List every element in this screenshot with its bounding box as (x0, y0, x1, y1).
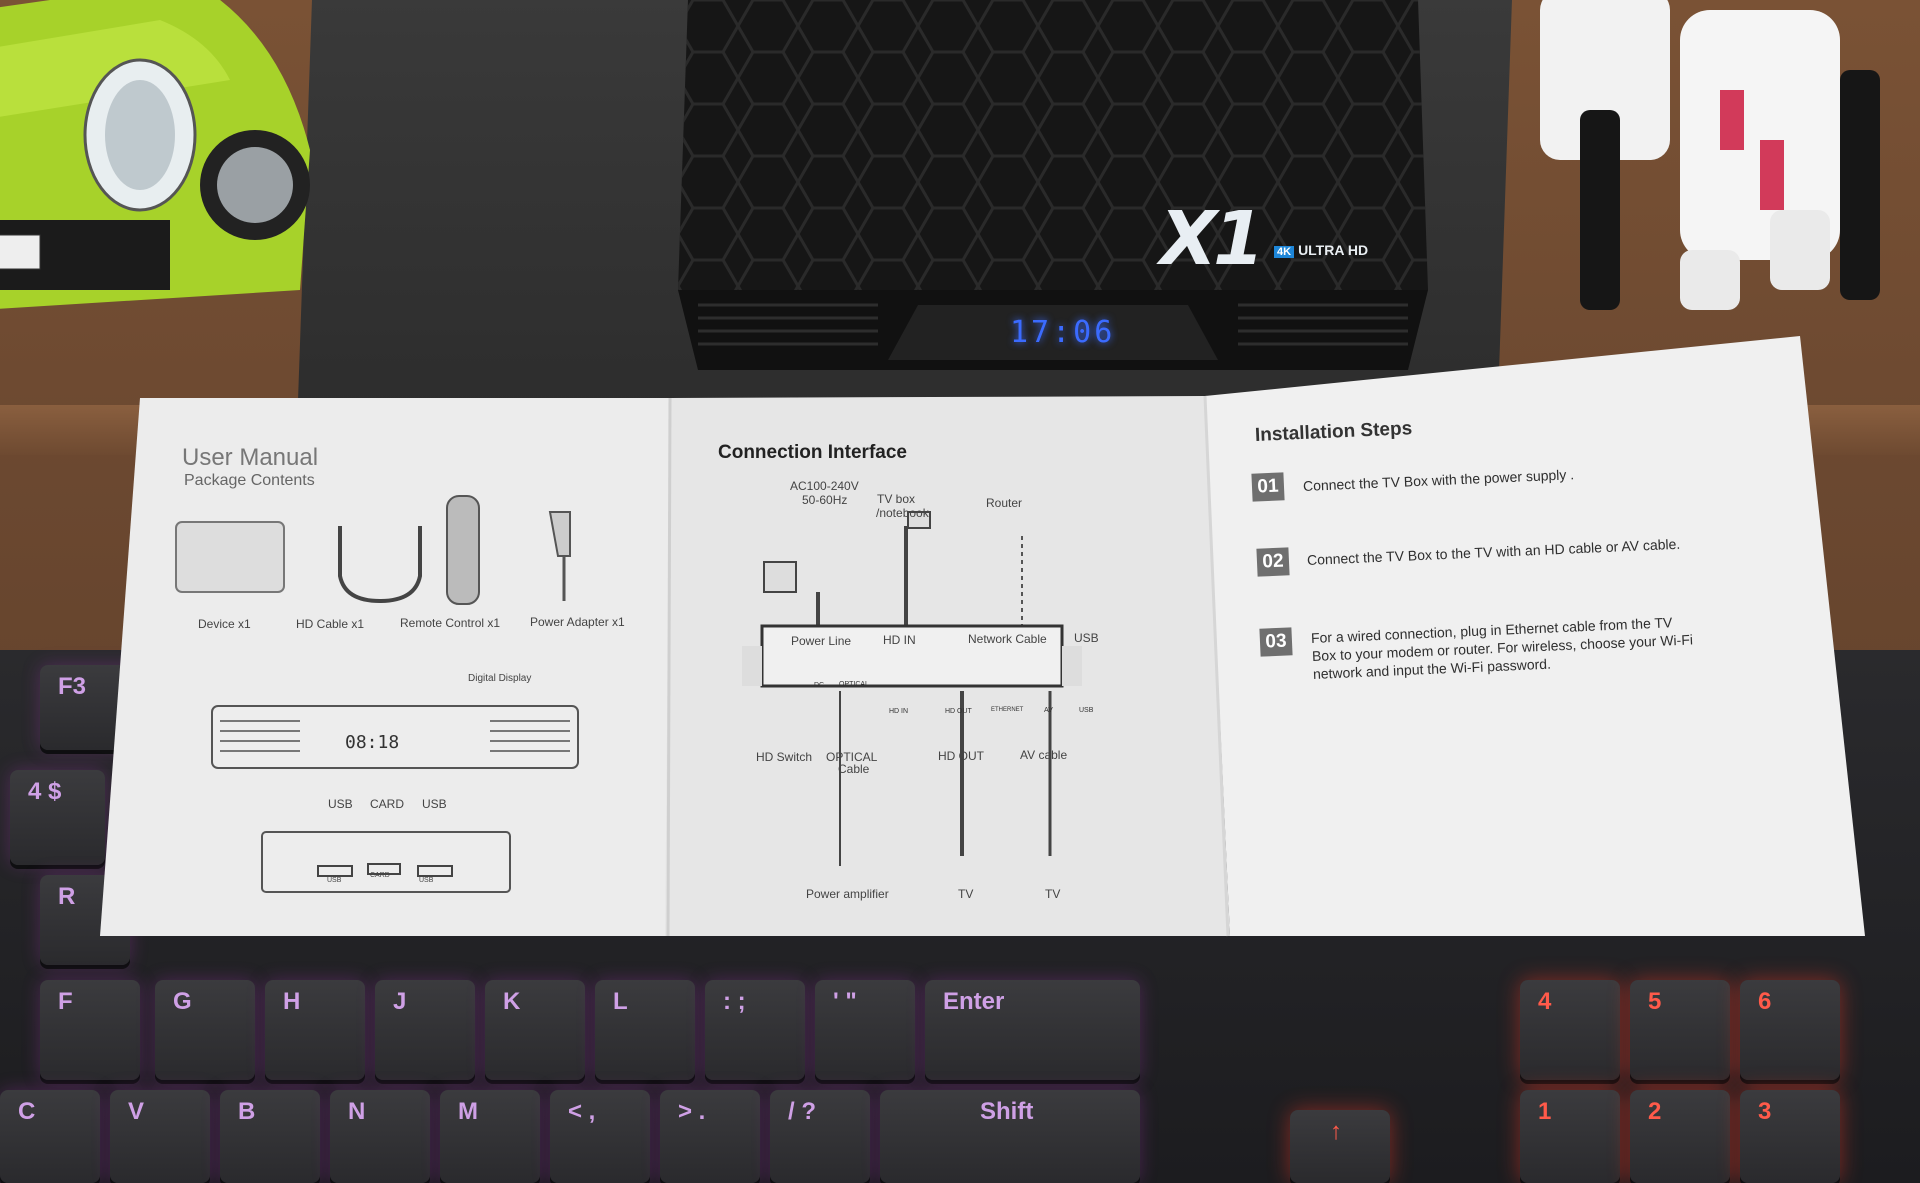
key-v: V (110, 1090, 210, 1183)
key-n: N (330, 1090, 430, 1183)
toy-car-icon (0, 0, 310, 309)
key-4: 4 $ (10, 770, 105, 865)
small-port-usb-right: USB (419, 877, 434, 884)
tvbox-label: TV box (877, 492, 916, 506)
power-amplifier-label: Power amplifier (806, 887, 889, 901)
tv-label-1: TV (958, 887, 974, 901)
power-line-label: Power Line (791, 634, 852, 648)
key-c: C (0, 1090, 100, 1183)
manual-paper (100, 336, 1865, 937)
power-freq: 50-60Hz (802, 493, 848, 507)
ultra-hd-text: ULTRA HD (1298, 242, 1369, 258)
key-quote: ' " (815, 980, 915, 1080)
led-clock-display: 17:06 (1010, 315, 1116, 350)
port-card: CARD (370, 797, 405, 811)
step-01-badge: 01 (1251, 472, 1285, 502)
tv-box-device (678, 0, 1428, 370)
panel-optical: OPTICAL (839, 681, 869, 688)
step-03-badge: 03 (1259, 627, 1293, 657)
small-port-card: CARD (370, 872, 390, 879)
connection-interface-heading: Connection Interface (718, 442, 907, 463)
package-contents-heading: Package Contents (184, 472, 315, 489)
key-period: > . (660, 1090, 760, 1183)
power-spec: AC100-240V (790, 479, 859, 493)
panel-av: AV (1044, 707, 1053, 714)
key-enter: Enter (925, 980, 1140, 1080)
key-h: H (265, 980, 365, 1080)
item-hd-cable: HD Cable x1 (296, 617, 365, 631)
hd-switch-label: HD Switch (756, 750, 813, 764)
key-g: G (155, 980, 255, 1080)
step-02-badge: 02 (1256, 547, 1290, 577)
x1-logo: X1 (1160, 196, 1265, 282)
key-shift: Shift (880, 1090, 1140, 1183)
key-numpad-2: 2 (1630, 1090, 1730, 1183)
panel-hd-in: HD IN (889, 708, 909, 715)
panel-usb: USB (1079, 707, 1094, 714)
key-numpad-4: 4 (1520, 980, 1620, 1080)
item-device: Device x1 (198, 617, 251, 631)
manual-title: User Manual (182, 444, 319, 471)
tv-label-2: TV (1045, 887, 1061, 901)
panel-dc: DC (814, 682, 825, 689)
key-numpad-6: 6 (1740, 980, 1840, 1080)
hd-out-label: HD OUT (938, 749, 984, 763)
network-cable-label: Network Cable (968, 632, 1047, 646)
hd-in-label: HD IN (883, 633, 916, 647)
item-remote: Remote Control x1 (400, 616, 501, 630)
key-numpad-3: 3 (1740, 1090, 1840, 1183)
panel-hd-out: HD OUT (945, 708, 972, 715)
key-arrow-up: ↑ (1290, 1110, 1390, 1183)
key-numpad-1: 1 (1520, 1090, 1620, 1183)
key-b: B (220, 1090, 320, 1183)
digital-display-label: Digital Display (468, 673, 532, 684)
key-comma: < , (550, 1090, 650, 1183)
optical-cable-label: Cable (838, 762, 870, 776)
router-label: Router (986, 496, 1023, 510)
optical-label: OPTICAL (826, 750, 878, 764)
port-usb-right: USB (422, 797, 447, 811)
4k-badge: 4K (1274, 246, 1295, 258)
av-cable-label: AV cable (1020, 748, 1068, 762)
key-j: J (375, 980, 475, 1080)
notebook-label: /notebook (876, 506, 929, 520)
item-power-adapter: Power Adapter x1 (530, 615, 625, 629)
robot-figure-icon (1540, 0, 1880, 310)
usb-label: USB (1074, 631, 1099, 645)
port-usb-left: USB (328, 797, 353, 811)
key-slash: / ? (770, 1090, 870, 1183)
key-m: M (440, 1090, 540, 1183)
key-semicolon: : ; (705, 980, 805, 1080)
key-l: L (595, 980, 695, 1080)
key-k: K (485, 980, 585, 1080)
panel-ethernet: ETHERNET (991, 707, 1024, 713)
key-f: F (40, 980, 140, 1080)
key-numpad-5: 5 (1630, 980, 1730, 1080)
small-port-usb-left: USB (327, 877, 342, 884)
display-digits: 08:18 (345, 732, 400, 753)
